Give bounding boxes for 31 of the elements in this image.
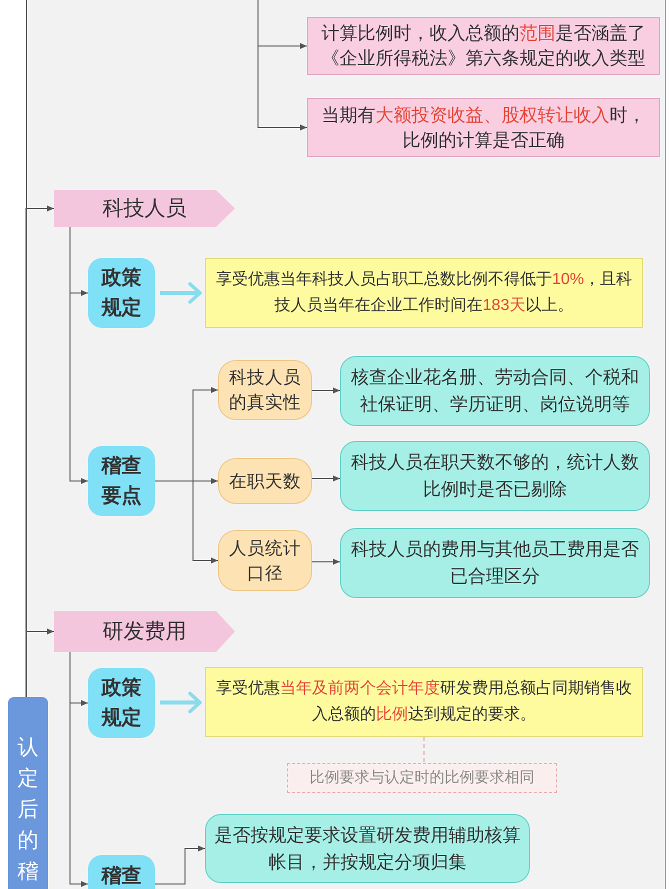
rounded-box: 在职天数 [218, 458, 312, 504]
text-box: 计算比例时，收入总额的范围是否涵盖了《企业所得税法》第六条规定的收入类型 [307, 17, 660, 75]
arrow [312, 558, 340, 565]
rounded-box: 稽查 [88, 855, 155, 889]
arrow [258, 0, 308, 130]
dashed-note-box: 比例要求与认定时的比例要求相同 [287, 763, 557, 793]
rounded-box: 政策规定 [88, 258, 155, 328]
arrow [26, 628, 54, 698]
rounded-box: 核查企业花名册、劳动合同、个税和社保证明、学历证明、岗位说明等 [340, 356, 650, 426]
pentagon-tag: 研发费用 [54, 611, 235, 652]
arrow [312, 388, 340, 394]
arrow [160, 692, 202, 714]
rounded-box: 人员统计口径 [218, 530, 312, 591]
pentagon-tag: 科技人员 [54, 190, 235, 227]
arrow [154, 480, 218, 564]
rounded-box: 科技人员的费用与其他员工费用是否已合理区分 [340, 528, 650, 598]
rounded-box: 稽查要点 [88, 446, 155, 516]
rounded-box: 科技人员的真实性 [218, 360, 312, 420]
text-box: 当期有大额投资收益、股权转让收入时，比例的计算是否正确 [307, 98, 660, 157]
arrow [154, 846, 206, 884]
vertical-title-box: 认定后的稽 [8, 697, 48, 889]
text-box: 享受优惠当年科技人员占职工总数比例不得低于10%，且科技人员当年在企业工作时间在183天以上。 [205, 258, 643, 328]
arrow [70, 226, 88, 484]
text-box: 享受优惠当年及前两个会计年度研发费用总额占同期销售收入总额的比例达到规定的要求。 [205, 667, 643, 737]
rounded-box: 科技人员在职天数不够的，统计人数比例时是否已剔除 [340, 441, 650, 511]
rounded-box: 是否按规定要求设置研发费用辅助核算帐目，并按规定分项归集 [205, 814, 530, 883]
dashed-connector [423, 737, 425, 763]
arrow [160, 282, 202, 304]
rounded-box: 政策规定 [88, 668, 155, 738]
arrow [70, 652, 88, 887]
arrow [312, 476, 340, 482]
